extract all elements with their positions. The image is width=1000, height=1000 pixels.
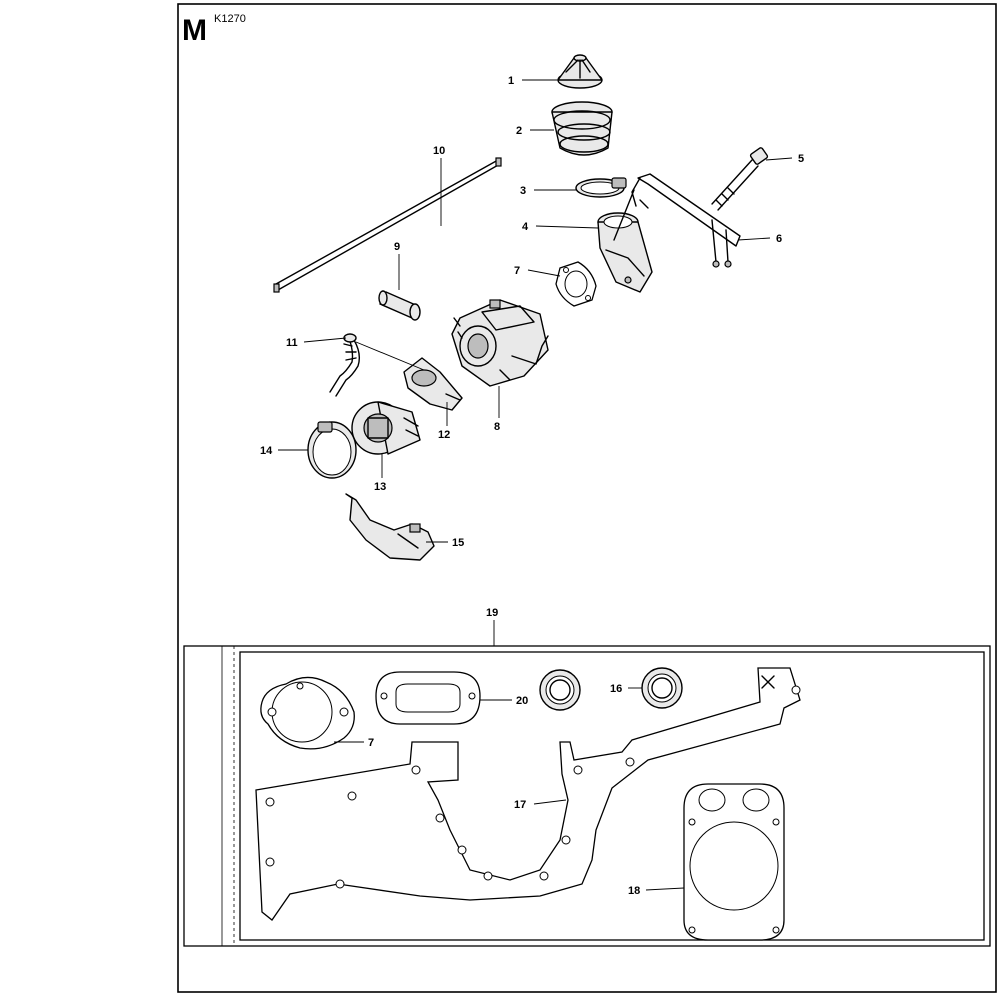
callout-10: 10: [433, 145, 445, 157]
part-6-bracket[interactable]: [613, 173, 741, 268]
callout-2: 2: [516, 125, 522, 137]
section-letter: M: [182, 14, 207, 47]
part-17-crankcase-gasket[interactable]: [255, 667, 801, 921]
callout-13: 13: [374, 481, 386, 493]
part-3-hose-clamp[interactable]: [575, 177, 627, 198]
callout-3: 3: [520, 185, 526, 197]
callout-20: 20: [516, 695, 528, 707]
callout-16: 16: [610, 683, 622, 695]
callout-7: 7: [514, 265, 520, 277]
part-16-oil-seal[interactable]: [641, 667, 683, 709]
callout-6: 6: [776, 233, 782, 245]
callout-11: 11: [286, 337, 298, 349]
part-14-large-clamp[interactable]: [307, 421, 357, 479]
part-11-impulse-hose[interactable]: [329, 333, 361, 397]
callout-19: 19: [486, 607, 498, 619]
part-5-bolt[interactable]: [711, 147, 769, 211]
callout-1: 1: [508, 75, 514, 87]
part-20-oval-gasket[interactable]: [375, 671, 481, 725]
callout-4: 4: [522, 221, 529, 233]
callout-15: 15: [452, 537, 464, 549]
callout-8: 8: [494, 421, 500, 433]
diagram-border: [177, 3, 997, 993]
callout-14: 14: [260, 445, 273, 457]
part-18-cylinder-gasket[interactable]: [683, 783, 785, 941]
part-4-intake-manifold[interactable]: [597, 212, 653, 293]
callout-17: 17: [514, 799, 526, 811]
callout-18: 18: [628, 885, 640, 897]
part-15-shield[interactable]: [345, 493, 435, 561]
part-7-set-flange-gasket[interactable]: [260, 676, 355, 750]
callout-12: 12: [438, 429, 450, 441]
part-8-carburetor[interactable]: [451, 299, 549, 387]
part-2-intake-boot[interactable]: [551, 101, 613, 156]
part-10-throttle-cable[interactable]: [273, 157, 502, 293]
callout-7-set: 7: [368, 737, 374, 749]
part-9-connector-tube[interactable]: [378, 290, 421, 321]
callout-5: 5: [798, 153, 804, 165]
part-12-adapter[interactable]: [403, 357, 463, 411]
part-7-flange-gasket[interactable]: [555, 261, 597, 307]
leader-lines: [278, 79, 793, 891]
part-13-intake-housing[interactable]: [351, 401, 421, 455]
oil-seal-left[interactable]: [539, 669, 581, 711]
section-code: K1270: [214, 13, 246, 25]
callout-9: 9: [394, 241, 400, 253]
part-1-intake-cone[interactable]: [557, 54, 603, 89]
